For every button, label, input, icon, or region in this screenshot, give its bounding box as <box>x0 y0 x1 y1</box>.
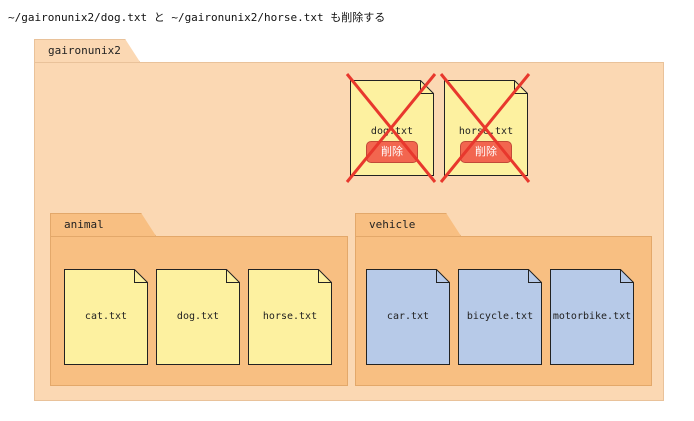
file-horse-deleted[interactable]: horse.txt 削除 <box>439 73 531 183</box>
file-icon <box>64 269 148 365</box>
file-name: car.txt <box>386 311 430 322</box>
file-motorbike[interactable]: motorbike.txt <box>550 269 634 365</box>
file-dog[interactable]: dog.txt <box>156 269 240 365</box>
file-icon <box>248 269 332 365</box>
file-bicycle[interactable]: bicycle.txt <box>458 269 542 365</box>
folder-tab-gaironunix2[interactable]: gaironunix2 <box>34 39 140 62</box>
file-horse[interactable]: horse.txt <box>248 269 332 365</box>
folder-label-gaironunix2: gaironunix2 <box>48 44 121 57</box>
file-cat[interactable]: cat.txt <box>64 269 148 365</box>
folder-label-animal: animal <box>64 218 104 231</box>
file-dog-deleted[interactable]: dog.txt 削除 <box>345 73 437 183</box>
file-icon <box>458 269 542 365</box>
file-car[interactable]: car.txt <box>366 269 450 365</box>
caption: ~/gaironunix2/dog.txt と ~/gaironunix2/ho… <box>8 11 386 24</box>
folder-tab-animal[interactable]: animal <box>50 213 156 236</box>
file-name: cat.txt <box>84 311 128 322</box>
file-icon <box>366 269 450 365</box>
file-icon <box>550 269 634 365</box>
file-name: horse.txt <box>262 311 318 322</box>
file-name: bicycle.txt <box>466 311 534 322</box>
cross-mark-icon <box>345 73 437 183</box>
folder-tab-vehicle[interactable]: vehicle <box>355 213 461 236</box>
file-name: motorbike.txt <box>552 311 632 322</box>
file-icon <box>156 269 240 365</box>
file-name: dog.txt <box>176 311 220 322</box>
cross-mark-icon <box>439 73 531 183</box>
folder-label-vehicle: vehicle <box>369 218 416 231</box>
